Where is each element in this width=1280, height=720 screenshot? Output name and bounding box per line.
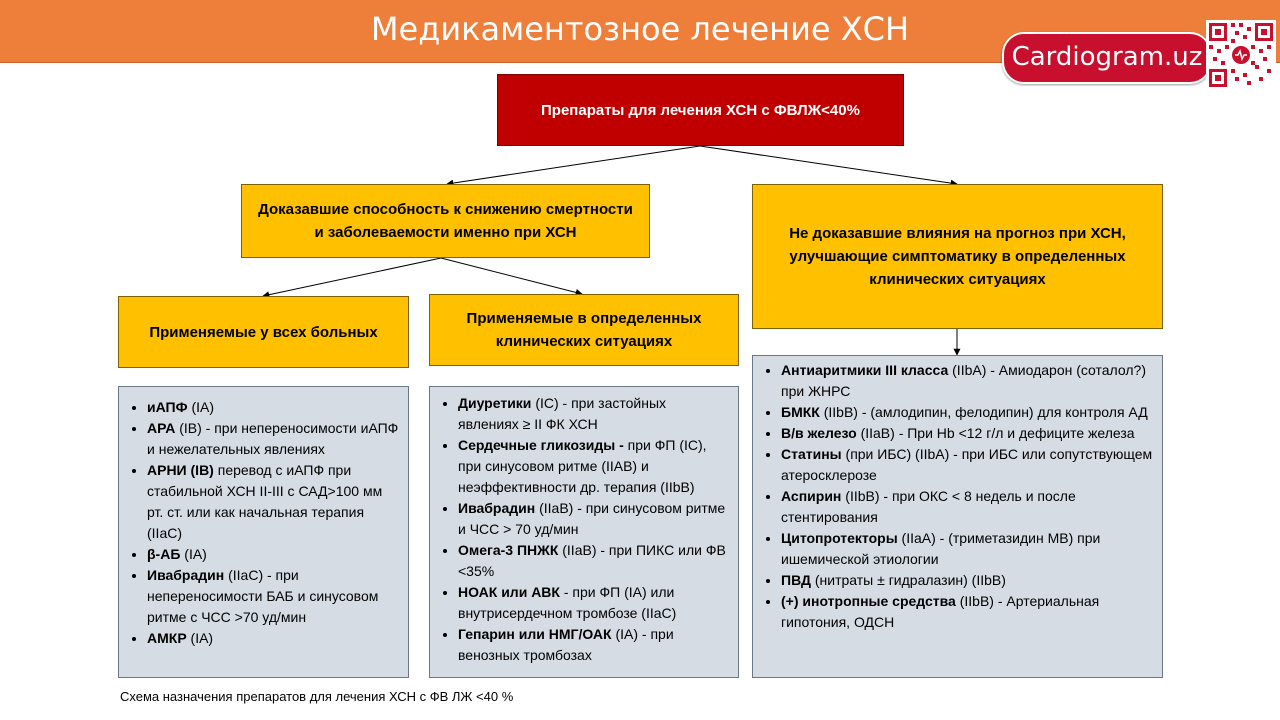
drug-name: Омега-3 ПНЖК: [458, 542, 559, 558]
drug-detail: (IA): [190, 630, 214, 646]
unproven-list: Антиаритмики III класса (IIbA) - Амиодар…: [753, 360, 1154, 633]
drug-detail: (при ИБС) (IIbA) - при ИБС или сопутству…: [781, 446, 1153, 483]
unproven-list-panel: Антиаритмики III класса (IIbA) - Амиодар…: [752, 355, 1163, 678]
drug-detail: - при ФП (IA) или внутрисердечном тромбо…: [458, 584, 677, 621]
drug-name: Ивабрадин: [147, 567, 225, 583]
drug-name: АМКР: [147, 630, 187, 646]
drug-detail: (IIaB) - При Hb <12 г/л и дефиците желез…: [860, 425, 1135, 441]
drug-detail: (IIaB) - при синусовом ритме и ЧСС > 70 …: [458, 500, 726, 537]
drug-name: Диуретики: [458, 395, 532, 411]
specific-box: Применяемые в определенных клинических с…: [429, 294, 739, 366]
drug-name: Сердечные гликозиды -: [458, 437, 624, 453]
drug-detail: (IB) - при непереносимости иАПФ и нежела…: [147, 420, 399, 457]
drug-name: Статины: [781, 446, 842, 462]
drug-list-item: Гепарин или НМГ/ОАК (IA) - при венозных …: [458, 624, 730, 666]
all-patients-list: иАПФ (IA)АРА (IB) - при непереносимости …: [119, 397, 400, 649]
drug-detail: (нитраты ± гидралазин) (IIbB): [814, 572, 1006, 588]
arrow-root-to-unproven: [699, 145, 958, 187]
drug-list-item: Ивабрадин (IIaC) - при непереносимости Б…: [147, 565, 400, 628]
drug-name: Гепарин или НМГ/ОАК: [458, 626, 612, 642]
drug-name: ПВД: [781, 572, 811, 588]
unproven-box: Не доказавшие влияния на прогноз при ХСН…: [752, 184, 1163, 329]
proven-label: Доказавшие способность к снижению смертн…: [258, 201, 633, 241]
arrow-root-to-proven: [446, 145, 701, 187]
specific-list: Диуретики (IC) - при застойных явлениях …: [430, 393, 730, 666]
drug-detail: при ФП (IC), при синусовом ритме (IIAB) …: [458, 437, 707, 495]
drug-detail: (IIbB) - при ОКС < 8 недель и после стен…: [781, 488, 1076, 525]
drug-list-item: БМКК (IIbB) - (амлодипин, фелодипин) для…: [781, 402, 1154, 423]
drug-detail: перевод с иАПФ при стабильной ХСН II-III…: [147, 462, 383, 541]
drug-list-item: Ивабрадин (IIaB) - при синусовом ритме и…: [458, 498, 730, 540]
drug-detail: (IIaB) - при ПИКС или ФВ <35%: [458, 542, 726, 579]
brand-logo[interactable]: Cardiogram.uz: [1002, 32, 1212, 84]
figure-caption: Схема назначения препаратов для лечения …: [120, 689, 514, 704]
all-patients-label: Применяемые у всех больных: [149, 323, 378, 341]
drug-name: В/в железо: [781, 425, 857, 441]
drug-detail: (IIbB) - Артериальная гипотония, ОДСН: [781, 593, 1100, 630]
brand-label: Cardiogram.uz: [1011, 42, 1203, 72]
drug-list-item: Сердечные гликозиды - при ФП (IC), при с…: [458, 435, 730, 498]
drug-list-item: Статины (при ИБС) (IIbA) - при ИБС или с…: [781, 444, 1154, 486]
drug-list-item: (+) инотропные средства (IIbB) - Артериа…: [781, 591, 1154, 633]
drug-list-item: иАПФ (IA): [147, 397, 400, 418]
drug-detail: (IA): [191, 399, 214, 415]
drug-detail: (IA) - при венозных тромбозах: [458, 626, 674, 663]
drug-detail: (IIaC) - при непереносимости БАБ и синус…: [147, 567, 379, 625]
drug-name: НОАК или АВК: [458, 584, 560, 600]
page-title: Медикаментозное лечение ХСН: [370, 10, 910, 48]
drug-detail: (IIbB) - (амлодипин, фелодипин) для конт…: [823, 404, 1148, 420]
root-box: Препараты для лечения ХСН с ФВЛЖ<40%: [497, 74, 904, 146]
title-bar: Медикаментозное лечение ХСН: [0, 0, 1280, 63]
drug-name: Аспирин: [781, 488, 842, 504]
drug-list-item: ПВД (нитраты ± гидралазин) (IIbB): [781, 570, 1154, 591]
drug-list-item: В/в железо (IIaB) - При Hb <12 г/л и деф…: [781, 423, 1154, 444]
drug-name: иАПФ: [147, 399, 188, 415]
drug-name: Ивабрадин: [458, 500, 536, 516]
drug-detail: (IA): [184, 546, 207, 562]
all-patients-box: Применяемые у всех больных: [118, 296, 409, 368]
drug-detail: (IC) - при застойных явлениях ≥ II ФК ХС…: [458, 395, 667, 432]
specific-label: Применяемые в определенных клинических с…: [466, 310, 702, 350]
drug-list-item: Аспирин (IIbB) - при ОКС < 8 недель и по…: [781, 486, 1154, 528]
drug-list-item: Цитопротекторы (IIaA) - (триметазидин МВ…: [781, 528, 1154, 570]
drug-list-item: β-АБ (IA): [147, 544, 400, 565]
drug-name: β-АБ: [147, 546, 181, 562]
drug-list-item: Антиаритмики III класса (IIbA) - Амиодар…: [781, 360, 1154, 402]
drug-name: Антиаритмики III класса: [781, 362, 949, 378]
drug-list-item: Омега-3 ПНЖК (IIaB) - при ПИКС или ФВ <3…: [458, 540, 730, 582]
drug-name: АРА: [147, 420, 176, 436]
drug-name: АРНИ (IB): [147, 462, 214, 478]
all-patients-list-panel: иАПФ (IA)АРА (IB) - при непереносимости …: [118, 386, 409, 678]
drug-list-item: НОАК или АВК - при ФП (IA) или внутрисер…: [458, 582, 730, 624]
root-label: Препараты для лечения ХСН с ФВЛЖ<40%: [541, 101, 860, 119]
drug-detail: (IIaA) - (триметазидин МВ) при ишемическ…: [781, 530, 1101, 567]
drug-list-item: АРНИ (IB) перевод с иАПФ при стабильной …: [147, 460, 400, 544]
specific-list-panel: Диуретики (IC) - при застойных явлениях …: [429, 386, 739, 678]
drug-detail: (IIbA) - Амиодарон (соталол?) при ЖНРС: [781, 362, 1146, 399]
drug-list-item: АМКР (IA): [147, 628, 400, 649]
unproven-label: Не доказавшие влияния на прогноз при ХСН…: [789, 225, 1126, 288]
drug-list-item: Диуретики (IC) - при застойных явлениях …: [458, 393, 730, 435]
arrow-proven-to-all: [262, 257, 442, 299]
drug-name: (+) инотропные средства: [781, 593, 956, 609]
drug-list-item: АРА (IB) - при непереносимости иАПФ и не…: [147, 418, 400, 460]
arrow-proven-to-specific: [440, 257, 583, 296]
qr-code-icon: [1206, 20, 1276, 90]
drug-name: БМКК: [781, 404, 820, 420]
proven-box: Доказавшие способность к снижению смертн…: [241, 184, 650, 258]
drug-name: Цитопротекторы: [781, 530, 898, 546]
